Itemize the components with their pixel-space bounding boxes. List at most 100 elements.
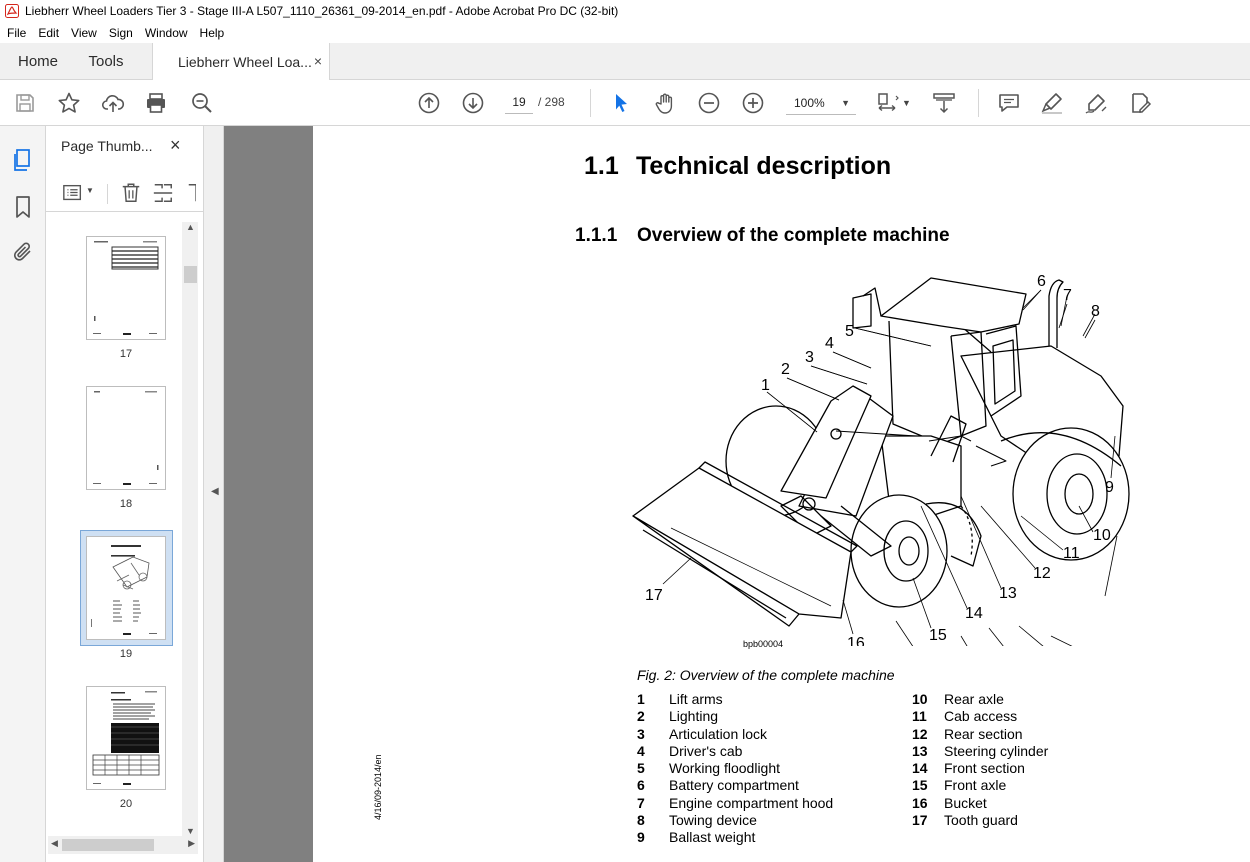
figure-caption: Fig. 2: Overview of the complete machine bbox=[637, 667, 895, 683]
bookmark-icon[interactable] bbox=[11, 195, 35, 219]
page-number-input[interactable]: 19 bbox=[505, 90, 533, 114]
callout-label: 3 bbox=[805, 349, 814, 366]
zoom-select[interactable]: 100% ▼ bbox=[786, 91, 856, 115]
attachment-icon[interactable] bbox=[11, 240, 35, 264]
scroll-up-icon[interactable]: ▲ bbox=[186, 222, 195, 232]
page-thumbnail[interactable] bbox=[86, 386, 166, 490]
zoom-value: 100% bbox=[794, 96, 825, 110]
menu-file[interactable]: File bbox=[7, 25, 27, 40]
tab-home[interactable]: Home bbox=[17, 53, 58, 70]
zoom-out-icon[interactable] bbox=[697, 91, 721, 115]
tab-close-icon[interactable]: × bbox=[313, 53, 322, 69]
thumbnail-horizontal-scrollbar[interactable]: ◀ ▶ bbox=[48, 836, 198, 854]
toolbar bbox=[0, 80, 1250, 126]
document-viewport[interactable]: 1.1 Technical description 1.1.1 Overview o… bbox=[224, 126, 1250, 862]
section-number: 1.1 bbox=[584, 152, 619, 180]
zoom-search-icon[interactable] bbox=[190, 91, 214, 115]
left-navigation bbox=[0, 126, 46, 862]
upload-cloud-icon[interactable] bbox=[101, 91, 125, 115]
tab-document-label: Liebherr Wheel Loa... bbox=[178, 54, 312, 70]
page-thumbnail[interactable] bbox=[86, 236, 166, 340]
tab-tools[interactable]: Tools bbox=[88, 53, 124, 70]
toolbar-divider bbox=[978, 89, 979, 117]
sign-pen-icon[interactable] bbox=[1084, 91, 1108, 115]
previous-page-icon[interactable] bbox=[417, 91, 441, 115]
subsection-number: 1.1.1 bbox=[575, 225, 618, 246]
next-page-icon[interactable] bbox=[461, 91, 485, 115]
thumbnails-panel: Page Thumb... × ▼ bbox=[46, 126, 204, 862]
callout-label: 8 bbox=[1091, 303, 1100, 320]
tab-bar: Home Tools Liebherr Wheel Loa... × bbox=[0, 43, 1250, 81]
fit-page-dropdown-icon[interactable]: ▼ bbox=[902, 98, 911, 108]
callout-label: 1 bbox=[761, 377, 770, 394]
scroll-mode-icon[interactable] bbox=[932, 91, 956, 115]
callout-label: 13 bbox=[999, 585, 1017, 602]
thumbnail-page-number: 19 bbox=[119, 648, 133, 660]
thumbnail-page-number: 17 bbox=[119, 348, 133, 360]
menu-edit[interactable]: Edit bbox=[38, 25, 60, 40]
more-tools-icon[interactable] bbox=[186, 182, 196, 204]
menu-bar: File Edit View Sign Window Help bbox=[0, 22, 1250, 43]
fill-sign-icon[interactable] bbox=[1128, 91, 1152, 115]
scroll-left-icon[interactable]: ◀ bbox=[51, 838, 58, 848]
window-title: Liebherr Wheel Loaders Tier 3 - Stage II… bbox=[25, 4, 619, 18]
scrollbar-thumb[interactable] bbox=[62, 839, 154, 851]
organize-pages-icon[interactable] bbox=[152, 182, 174, 204]
menu-view[interactable]: View bbox=[71, 25, 97, 40]
menu-window[interactable]: Window bbox=[144, 25, 188, 40]
callout-label: 14 bbox=[965, 605, 983, 622]
toolbar-divider bbox=[590, 89, 591, 117]
tab-document[interactable]: Liebherr Wheel Loa... × bbox=[152, 43, 330, 81]
page-thumbnail-current[interactable] bbox=[86, 536, 166, 640]
callout-label: 17 bbox=[645, 587, 663, 604]
hand-tool-icon[interactable] bbox=[653, 91, 677, 115]
zoom-in-icon[interactable] bbox=[741, 91, 765, 115]
delete-page-icon[interactable] bbox=[120, 182, 142, 204]
subsection-title: Overview of the complete machine bbox=[637, 225, 950, 246]
figure-code: bpb00004 bbox=[743, 639, 784, 649]
callout-label: 6 bbox=[1037, 273, 1046, 290]
panel-collapse-strip[interactable]: ◀ bbox=[204, 126, 224, 862]
collapse-arrow-icon[interactable]: ◀ bbox=[211, 486, 219, 497]
comment-icon[interactable] bbox=[997, 91, 1021, 115]
select-cursor-icon[interactable] bbox=[609, 91, 633, 115]
chevron-down-icon[interactable]: ▼ bbox=[86, 186, 94, 195]
save-icon[interactable] bbox=[13, 91, 37, 115]
menu-help[interactable]: Help bbox=[199, 25, 225, 40]
callout-label: 9 bbox=[1105, 479, 1114, 496]
page-thumbnails-icon[interactable] bbox=[11, 148, 35, 172]
subsection-heading: 1.1.1 Overview of the complete machine bbox=[575, 225, 950, 247]
fit-page-icon[interactable] bbox=[876, 91, 900, 115]
print-icon[interactable] bbox=[144, 91, 168, 115]
thumbnail-options-icon[interactable] bbox=[62, 182, 84, 204]
thumbnail-scrollbar[interactable]: ▲ ▼ bbox=[182, 222, 198, 836]
page-total: / 298 bbox=[538, 95, 565, 109]
section-title: Technical description bbox=[636, 152, 892, 180]
scroll-right-icon[interactable]: ▶ bbox=[188, 838, 195, 848]
highlight-pen-icon[interactable] bbox=[1040, 91, 1064, 115]
thumbnail-page-number: 18 bbox=[119, 498, 133, 510]
menu-sign[interactable]: Sign bbox=[108, 25, 133, 40]
scrollbar-thumb[interactable] bbox=[184, 266, 197, 283]
close-icon[interactable]: × bbox=[170, 135, 181, 155]
bookmark-star-icon[interactable] bbox=[57, 91, 81, 115]
callout-label: 12 bbox=[1033, 565, 1051, 582]
page-thumbnail[interactable] bbox=[86, 686, 166, 790]
scroll-down-icon[interactable]: ▼ bbox=[186, 826, 195, 836]
